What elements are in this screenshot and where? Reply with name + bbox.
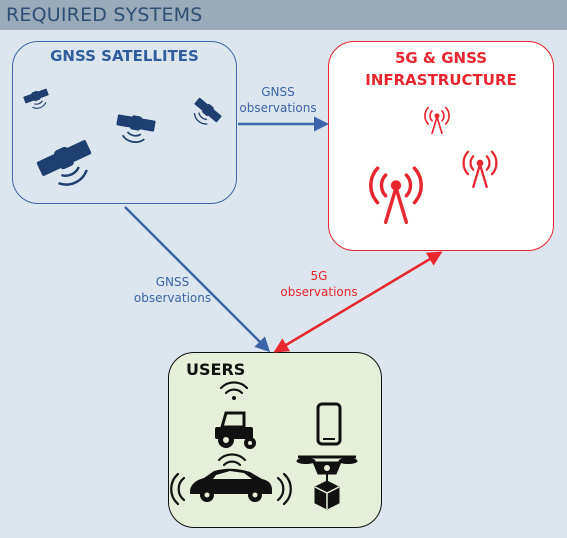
infrastructure-title-line1: 5G & GNSS	[394, 49, 488, 67]
edge-label-line2: observations	[133, 291, 212, 305]
infrastructure-node	[328, 41, 554, 251]
edge-label-gnss-infrastructure: GNSS observations	[238, 84, 318, 116]
edge-label-gnss-users: GNSS observations	[115, 274, 230, 306]
header-bar: REQUIRED SYSTEMS	[0, 0, 567, 30]
car-icon	[170, 468, 292, 506]
edge-label-line1: GNSS	[261, 85, 295, 99]
users-title: USERS	[186, 360, 246, 379]
cell-tower-icon	[369, 166, 423, 224]
infrastructure-title: 5G & GNSS INFRASTRUCTURE	[328, 47, 554, 91]
satellite-icon	[23, 88, 49, 109]
edge-label-line2: observations	[280, 285, 358, 299]
smartphone-icon	[316, 402, 342, 446]
gnss-satellites-title: GNSS SATELLITES	[50, 47, 199, 65]
satellite-icon	[193, 97, 222, 125]
satellite-icon	[116, 114, 156, 143]
wifi-icon	[219, 381, 249, 400]
edge-label-line1: 5G	[310, 269, 328, 283]
wifi-icon	[217, 453, 247, 467]
edge-label-line2: observations	[239, 101, 317, 115]
infrastructure-title-line2: INFRASTRUCTURE	[365, 71, 517, 89]
edge-infrastructure-users	[273, 251, 443, 353]
users-node	[168, 352, 382, 528]
edge-label-line1: GNSS	[155, 275, 190, 289]
tractor-icon	[215, 411, 256, 449]
delivery-drone-icon	[296, 455, 358, 510]
edge-gnss-to-users	[124, 206, 271, 353]
satellite-icon	[36, 140, 92, 186]
cell-tower-icon	[424, 106, 450, 135]
cell-tower-icon	[462, 150, 498, 189]
edge-label-infrastructure-users: 5G observations	[260, 268, 378, 300]
page-title: REQUIRED SYSTEMS	[6, 4, 203, 26]
